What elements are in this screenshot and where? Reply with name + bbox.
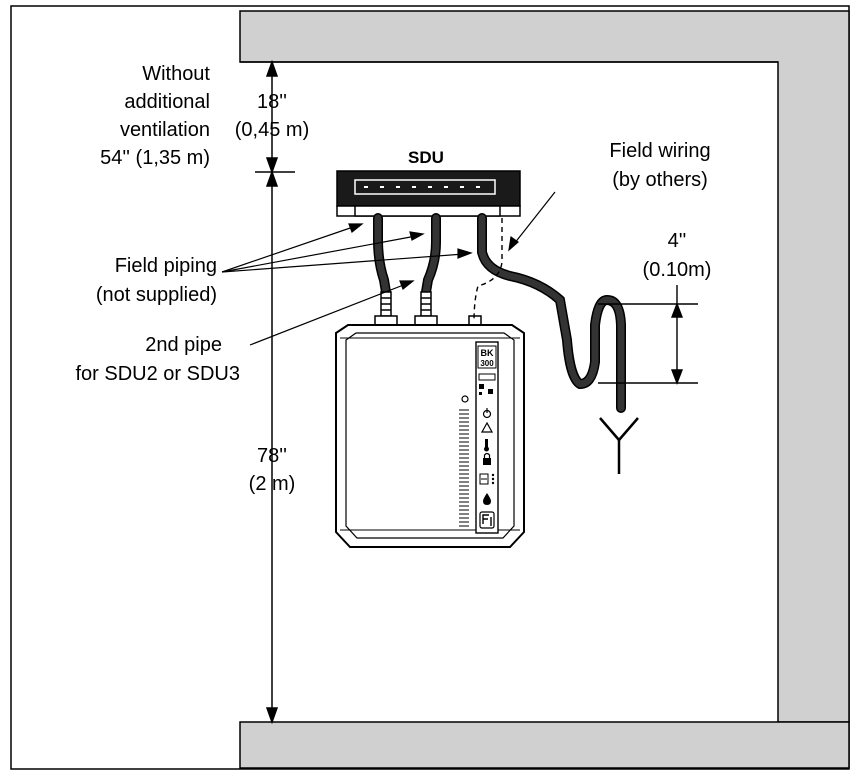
- label-78in: 78'': [257, 445, 287, 467]
- label-field-wiring: Field wiring: [609, 140, 710, 162]
- label-4in: 4'': [668, 230, 687, 252]
- display-icon: [479, 473, 495, 485]
- sdu-vents: [364, 186, 480, 188]
- label-field-piping: Field piping: [115, 255, 217, 277]
- pipe-1: [374, 214, 390, 296]
- boiler-unit: BK 300: [335, 324, 525, 548]
- field-pipes: [373, 213, 626, 413]
- sdu-slot: [354, 179, 496, 195]
- arrow-top: [265, 59, 279, 77]
- drain-pipe: [478, 214, 625, 412]
- label-ventilation: ventilation: [120, 119, 210, 141]
- wall-floor: [239, 721, 850, 769]
- panel-display: [478, 373, 496, 381]
- drop-icon: [483, 493, 491, 505]
- label-additional: additional: [124, 91, 210, 113]
- label-by-others: (by others): [612, 169, 708, 191]
- label-54in: 54'' (1,35 m): [100, 147, 210, 169]
- label-2m: (2 m): [249, 473, 296, 495]
- indicator-icon: [461, 395, 469, 403]
- warning-icon: [480, 421, 494, 433]
- boiler-vent-grille: [459, 409, 469, 527]
- sdu-unit: SDU: [336, 148, 521, 217]
- arrow-mid-up: [265, 157, 279, 175]
- label-18in: 18'': [257, 91, 287, 113]
- power-icon: [482, 408, 492, 419]
- label-010m: (0.10m): [643, 259, 712, 281]
- trap-dimension: [598, 285, 698, 385]
- panel-brand: BK: [481, 348, 494, 358]
- label-without: Without: [142, 63, 210, 85]
- logo-mark: [482, 514, 492, 526]
- sdu-base-strip: [354, 205, 501, 217]
- label-for-sdu: for SDU2 or SDU3: [76, 363, 241, 385]
- thermometer-icon: [484, 439, 489, 452]
- lock-icon: [483, 452, 491, 465]
- arrow-mid-down: [265, 169, 279, 187]
- sdu-body: [336, 170, 521, 207]
- pipe-2: [422, 214, 440, 296]
- leader-lines: [221, 191, 556, 346]
- settings-icon: [479, 384, 493, 395]
- arrow-bottom: [265, 707, 279, 725]
- sdu-label: SDU: [408, 148, 444, 167]
- height-dimension: [255, 59, 295, 725]
- label-2nd-pipe: 2nd pipe: [145, 334, 222, 356]
- drain-y: [599, 417, 639, 474]
- label-not-supplied: (not supplied): [96, 284, 217, 306]
- label-045m: (0,45 m): [235, 119, 309, 141]
- panel-brand-box: [477, 345, 497, 369]
- panel-model: 300: [480, 359, 494, 368]
